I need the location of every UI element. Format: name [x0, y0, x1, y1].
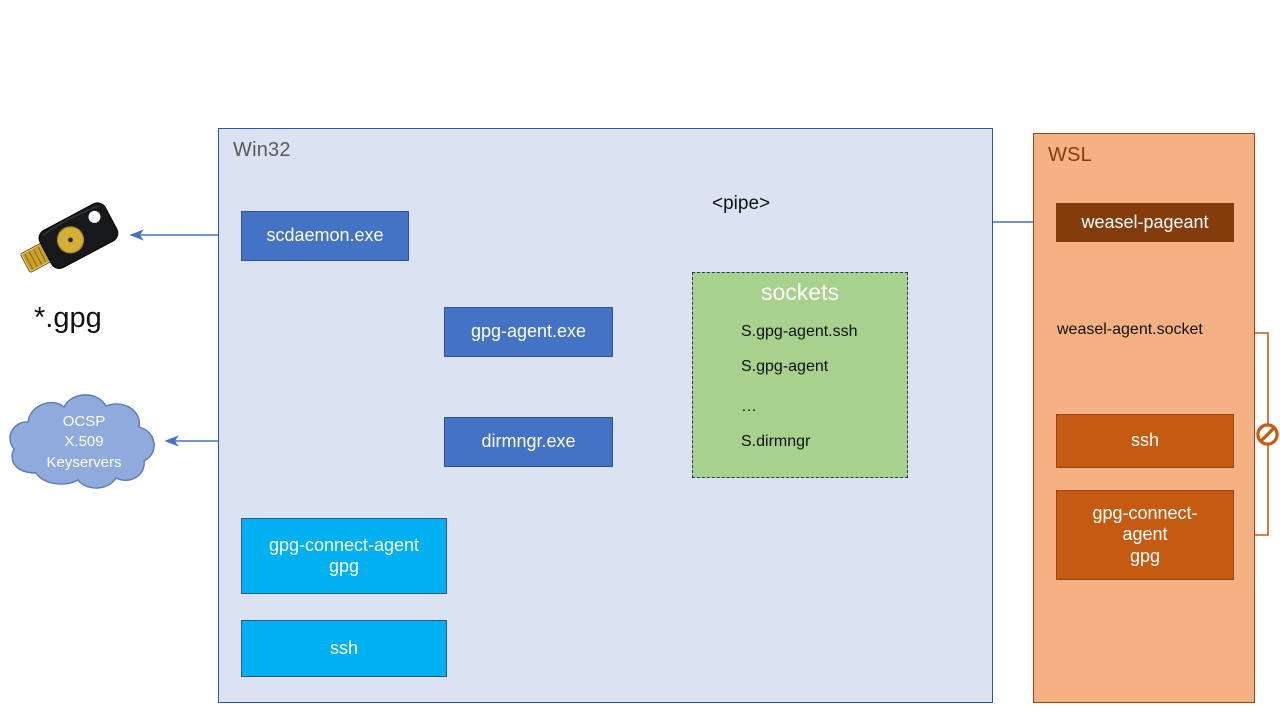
process-box-scdaemon[interactable]: scdaemon.exe	[241, 211, 409, 261]
process-box-weasel-pageant-label: weasel-pageant	[1081, 211, 1209, 232]
sockets-group: sockets S.gpg-agent.ssh S.gpg-agent … S.…	[692, 272, 908, 478]
process-box-weasel-pageant[interactable]: weasel-pageant	[1056, 203, 1234, 242]
gpg-files-label: *.gpg	[34, 302, 102, 334]
win32-panel-title: Win32	[233, 139, 291, 161]
socket-label-s-gpg-agent: S.gpg-agent	[741, 358, 829, 375]
process-box-gpg-agent-label: gpg-agent.exe	[470, 321, 587, 342]
process-box-wsl-gpg-connect-agent-label-line1: gpg-connect-	[1092, 503, 1198, 524]
process-box-wsl-gpg-connect-agent-label-line2: agent	[1122, 524, 1168, 545]
pipe-label: <pipe>	[712, 193, 771, 214]
socket-label-ellipsis: …	[741, 398, 757, 415]
yubikey-icon	[14, 197, 126, 282]
process-box-wsl-ssh-label: ssh	[1130, 430, 1159, 451]
no-entry-prohibited-icon	[1255, 422, 1280, 447]
process-box-ssh[interactable]: ssh	[241, 620, 447, 677]
process-box-dirmngr-label: dirmngr.exe	[481, 431, 576, 452]
process-box-scdaemon-label: scdaemon.exe	[266, 225, 384, 246]
process-box-gpg-agent[interactable]: gpg-agent.exe	[444, 307, 613, 357]
process-box-wsl-gpg-connect-agent-label-line3: gpg	[1129, 545, 1161, 566]
process-box-dirmngr[interactable]: dirmngr.exe	[444, 417, 613, 467]
process-box-wsl-gpg-connect-agent[interactable]: gpg-connect- agent gpg	[1056, 490, 1234, 580]
process-box-ssh-label: ssh	[329, 637, 358, 658]
sockets-title: sockets	[761, 279, 839, 305]
socket-label-s-gpg-agent-ssh: S.gpg-agent.ssh	[741, 323, 858, 340]
ocsp-keyservers-cloud: OCSP X.509 Keyservers	[2, 385, 166, 500]
process-box-gpg-connect-agent-label-line2: gpg	[328, 556, 360, 576]
process-box-gpg-connect-agent-label-line1: gpg-connect-agent	[268, 534, 420, 555]
process-box-wsl-ssh[interactable]: ssh	[1056, 414, 1234, 468]
socket-label-s-dirmngr: S.dirmngr	[741, 433, 811, 450]
wsl-panel-title: WSL	[1048, 144, 1092, 166]
wsl-socket-label: weasel-agent.socket	[1057, 321, 1203, 338]
process-box-gpg-connect-agent[interactable]: gpg-connect-agent gpg	[241, 518, 447, 594]
